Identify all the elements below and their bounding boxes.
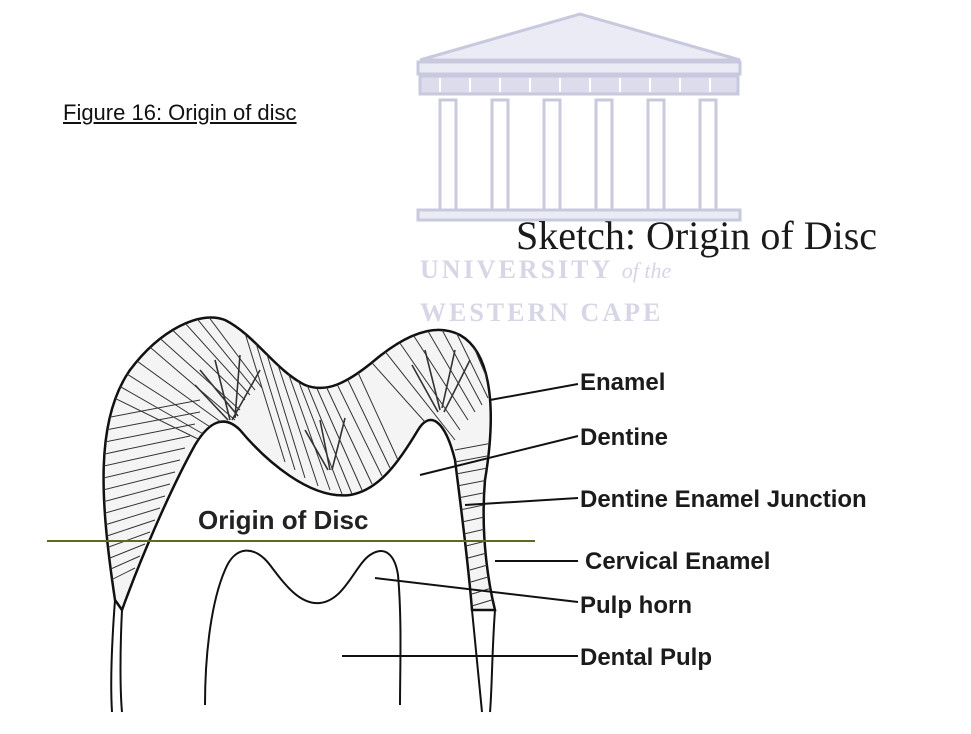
watermark-university: UNIVERSITY of the [420, 255, 671, 285]
watermark-of-the: of the [622, 258, 672, 283]
label-dentine: Dentine [580, 424, 668, 452]
watermark-western-cape: WESTERN CAPE [420, 298, 663, 328]
label-pulp-horn: Pulp horn [580, 592, 692, 620]
sketch-title: Sketch: Origin of Disc [516, 212, 877, 259]
label-cervical-enamel: Cervical Enamel [585, 548, 770, 576]
label-dental-pulp: Dental Pulp [580, 644, 712, 672]
pulp-outline [205, 551, 401, 705]
figure-caption: Figure 16: Origin of disc [63, 100, 297, 126]
origin-of-disc-label: Origin of Disc [198, 505, 368, 536]
label-enamel: Enamel [580, 369, 665, 397]
watermark-university-word: UNIVERSITY [420, 255, 612, 284]
label-dentine-enamel-junction: Dentine Enamel Junction [580, 486, 867, 514]
watermark-building-logo [418, 14, 740, 220]
enamel-layer [95, 310, 498, 610]
